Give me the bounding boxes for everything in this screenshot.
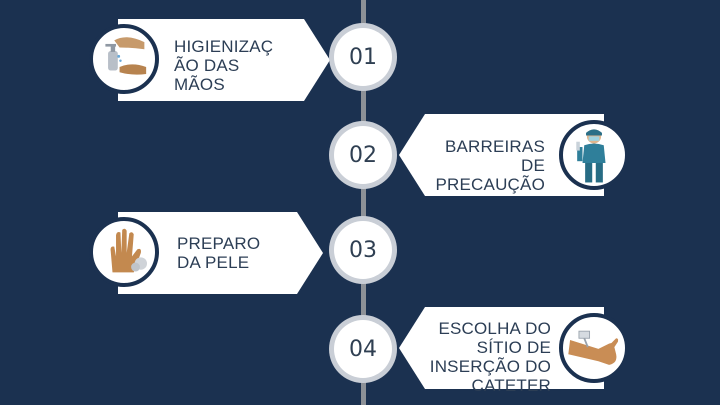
step-3-label: PREPARO DA PELE — [177, 234, 261, 272]
step-2-number-node: 02 — [334, 126, 392, 184]
step-2-icon-circle — [559, 120, 629, 190]
gloved-hand-icon — [110, 228, 148, 273]
step-4-number-node: 04 — [334, 320, 392, 378]
step-1-icon-circle — [89, 24, 159, 94]
step-4-icon-circle — [559, 313, 629, 383]
step-1-number-node: 01 — [334, 28, 392, 86]
step-1-label: HIGIENIZAÇ ÃO DAS MÃOS — [174, 37, 274, 94]
step-3-number-node: 03 — [334, 221, 392, 279]
surgeon-icon — [576, 129, 606, 183]
step-3-icon-circle — [89, 217, 159, 287]
step-4-label: ESCOLHA DO SÍTIO DE INSERÇÃO DO CATETER — [429, 319, 551, 395]
arm-catheter-icon — [568, 330, 619, 365]
timeline-spine — [361, 0, 366, 405]
step-2-label: BARREIRAS DE PRECAUÇÃO — [435, 137, 545, 194]
hand-sanitizer-icon — [105, 37, 147, 75]
